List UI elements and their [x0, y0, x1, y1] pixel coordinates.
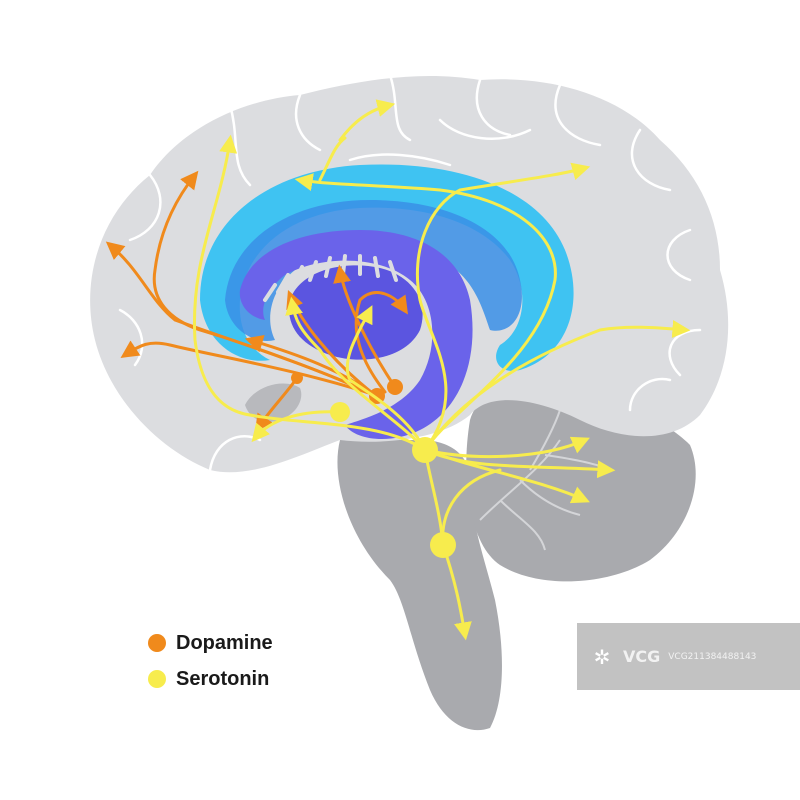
lateral-ventricle — [225, 200, 522, 341]
legend-label: Dopamine — [176, 631, 273, 654]
brainstem — [337, 440, 502, 731]
legend-item-serotonin: Serotonin — [148, 661, 273, 697]
dopamine-node — [387, 379, 403, 395]
legend-item-dopamine: Dopamine — [148, 625, 273, 661]
legend: Dopamine Serotonin — [148, 625, 273, 697]
watermark: ✲ VCG VCG211384488143 — [577, 623, 800, 690]
inner-structure — [239, 230, 473, 440]
watermark-id: VCG211384488143 — [668, 651, 757, 662]
watermark-logo-icon: ✲ — [593, 644, 611, 669]
serotonin-pathways — [192, 99, 691, 641]
serotonin-node — [412, 437, 438, 463]
dopamine-node — [291, 372, 303, 384]
serotonin-dot-icon — [148, 670, 166, 688]
dopamine-dot-icon — [148, 634, 166, 652]
serotonin-node — [330, 402, 350, 422]
watermark-logo-text: VCG — [623, 647, 661, 666]
serotonin-node — [430, 532, 456, 558]
legend-label: Serotonin — [176, 667, 270, 690]
